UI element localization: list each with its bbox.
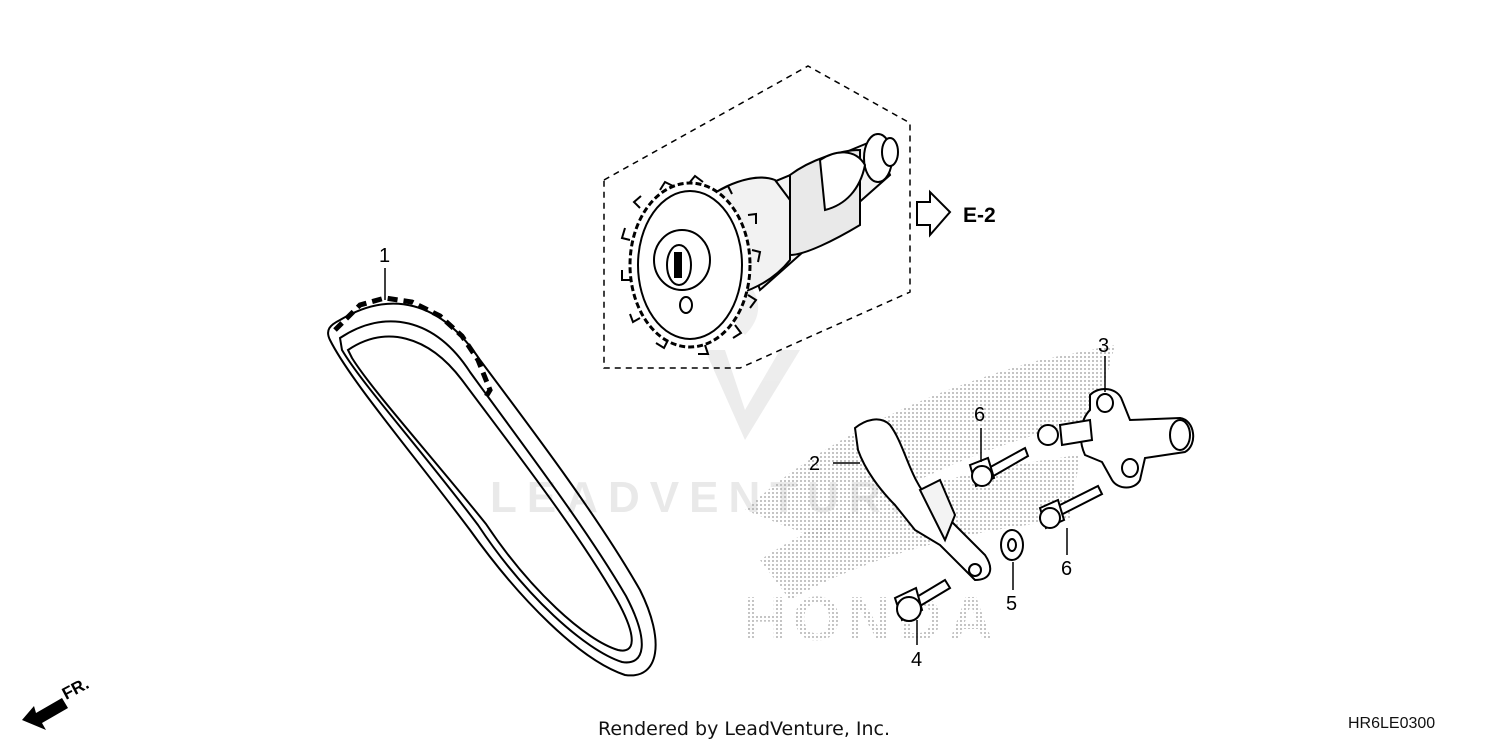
callout-5: 5: [1006, 593, 1017, 615]
pivot-bolt-4: [893, 578, 952, 622]
callout-3: 3: [1098, 335, 1109, 357]
flange-bolt-6-lower: [1038, 484, 1104, 530]
callout-2: 2: [809, 453, 820, 475]
tensioner-lifter: [1037, 388, 1195, 489]
cam-chain: [327, 295, 657, 677]
callout-6-lower: 6: [1061, 558, 1072, 580]
front-label: FR.: [59, 674, 92, 704]
tensioner-arm: [853, 418, 992, 582]
flange-bolt-6-upper: [968, 446, 1030, 488]
callout-6-upper: 6: [974, 404, 985, 426]
washer-5: [1000, 529, 1024, 561]
callout-4: 4: [911, 649, 922, 671]
leader-lines: [384, 268, 1106, 645]
reference-arrow-icon: [916, 189, 952, 238]
honda-brand-text: HONDA: [742, 585, 999, 654]
reference-label: E-2: [963, 204, 996, 227]
callout-1: 1: [379, 245, 390, 267]
camshaft-sprocket: [620, 133, 899, 355]
camshaft-dashed-boundary: [603, 65, 911, 369]
front-arrow-icon: [22, 698, 68, 730]
render-credit: Rendered by LeadVenture, Inc.: [598, 718, 891, 740]
diagram-code: HR6LE0300: [1348, 715, 1436, 732]
